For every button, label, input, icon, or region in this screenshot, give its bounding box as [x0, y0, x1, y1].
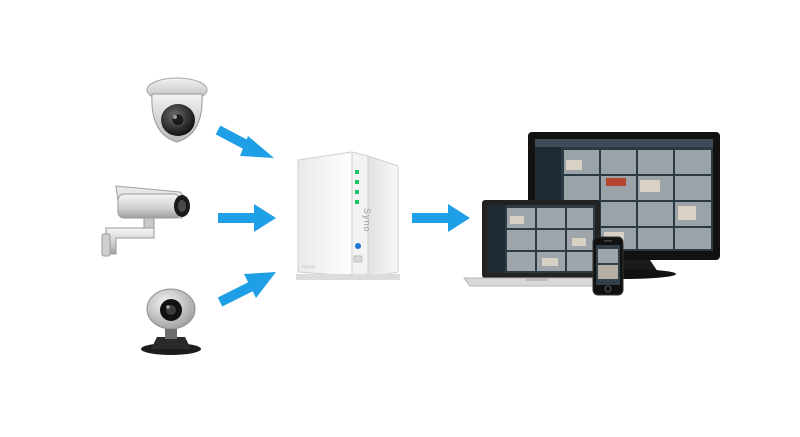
- webcam: [135, 285, 205, 357]
- nas-server: Syno DS218j: [292, 150, 404, 282]
- dome-camera: [140, 72, 215, 147]
- arrow-nas-to-devices: [412, 204, 470, 232]
- laptop: [462, 198, 612, 290]
- smartphone-icon: [592, 236, 624, 296]
- smartphone: [592, 236, 624, 296]
- arrow-webcam-to-nas: [217, 272, 276, 307]
- dome-camera-icon: [146, 77, 208, 143]
- nas-brand-label: Syno: [362, 208, 372, 233]
- arrow-dome-to-nas: [215, 125, 274, 158]
- arrow-bullet-to-nas: [218, 204, 276, 232]
- laptop-icon: [463, 200, 609, 287]
- bullet-camera-icon: [101, 185, 190, 257]
- nas-server-icon: [296, 151, 400, 280]
- bullet-camera: [98, 178, 198, 260]
- webcam-icon: [141, 288, 201, 355]
- nas-model-label: DS218j: [302, 264, 316, 269]
